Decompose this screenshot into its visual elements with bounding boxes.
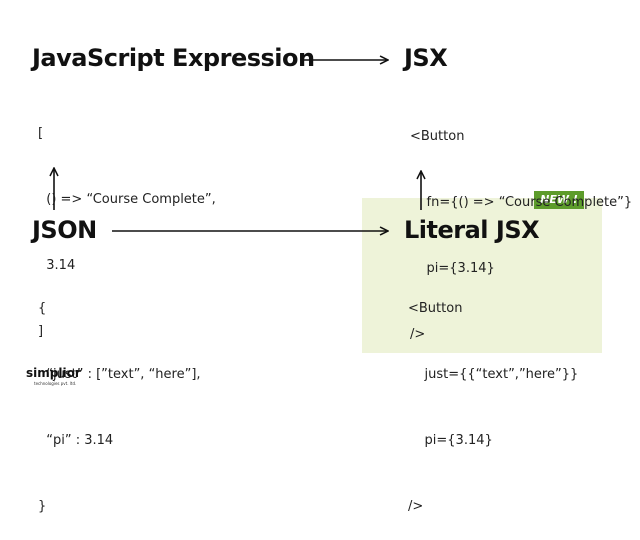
code-line: { [38,301,47,316]
code-line: fn={() => “Course Complete”} [410,195,633,210]
code-line: /> [408,499,424,514]
code-line: } [38,499,47,514]
jsx-title: JSX [404,44,448,72]
code-line: just={{“text”,”here”}} [408,367,579,382]
js-expression-code: [ () => “Course Complete”, 3.14 ] [38,79,216,365]
code-line: “just” : [”text”, “here”], [38,367,201,382]
new-badge: NEW ! [534,191,584,209]
json-title: JSON [32,216,97,244]
json-code: { “just” : [”text”, “here”], “pi” : 3.14… [38,254,201,540]
brand-tagline: technologies pvt. ltd. [34,381,77,386]
literal-jsx-title: Literal JSX [404,216,540,244]
code-line: pi={3.14} [410,261,495,276]
code-line: /> [410,327,426,342]
code-line: () => “Course Complete”, [38,192,216,207]
new-feature-panel [362,198,602,353]
code-line: 3.14 [38,258,76,273]
jsx-code: <Button fn={() => “Course Complete”} pi=… [410,82,632,368]
brand-logo: simplior [26,366,81,380]
code-line: pi={3.14} [408,433,493,448]
literal-jsx-code: <Button just={{“text”,”here”}} pi={3.14}… [408,254,578,540]
code-line: “pi” : 3.14 [38,433,114,448]
code-line: ] [38,324,44,339]
code-line: <Button [408,301,463,316]
js-expression-title: JavaScript Expression [32,44,315,72]
code-line: [ [38,126,44,141]
code-line: <Button [410,129,465,144]
diagram-arrows [0,0,640,400]
